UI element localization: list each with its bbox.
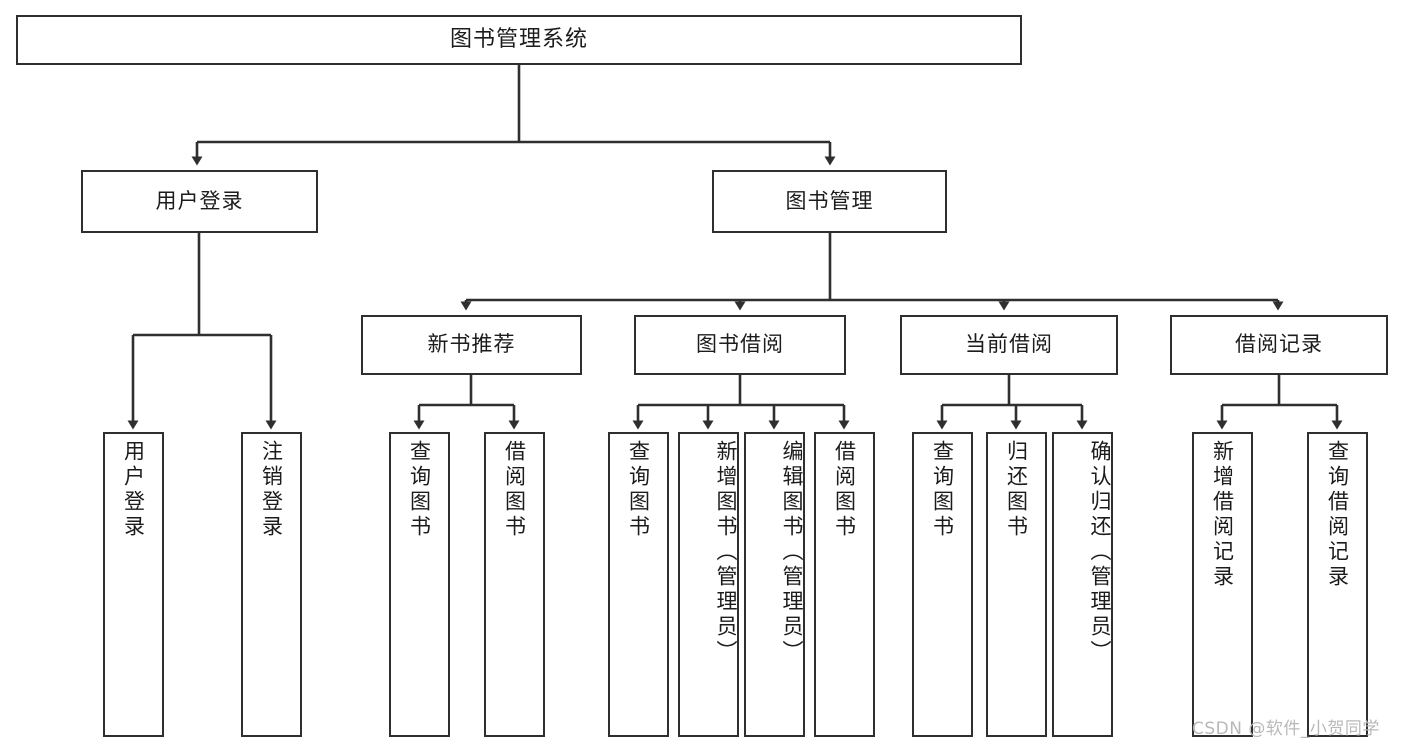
leaf-current-borrow-return[interactable]: 归还图书	[986, 432, 1047, 737]
leaf-current-borrow-query[interactable]: 查询图书	[912, 432, 973, 737]
leaf-book-borrow-edit-admin[interactable]: 编辑图书（管理员）	[744, 432, 805, 737]
leaf-new-book-query[interactable]: 查询图书	[389, 432, 450, 737]
node-book-management[interactable]: 图书管理	[712, 170, 947, 233]
node-root-system[interactable]: 图书管理系统	[16, 15, 1022, 65]
leaf-new-book-borrow[interactable]: 借阅图书	[484, 432, 545, 737]
csdn-watermark: CSDN @软件_小贺同学	[1192, 719, 1380, 739]
leaf-current-borrow-confirm-admin[interactable]: 确认归还（管理员）	[1052, 432, 1113, 737]
leaf-user-login-signin[interactable]: 用户登录	[103, 432, 164, 737]
leaf-book-borrow-add-admin[interactable]: 新增图书（管理员）	[678, 432, 739, 737]
node-borrow-records[interactable]: 借阅记录	[1170, 315, 1388, 375]
leaf-borrow-record-add[interactable]: 新增借阅记录	[1192, 432, 1253, 737]
node-current-borrow[interactable]: 当前借阅	[900, 315, 1118, 375]
leaf-borrow-record-query[interactable]: 查询借阅记录	[1307, 432, 1368, 737]
node-new-book-recommend[interactable]: 新书推荐	[361, 315, 582, 375]
node-user-login[interactable]: 用户登录	[81, 170, 318, 233]
leaf-book-borrow-borrow[interactable]: 借阅图书	[814, 432, 875, 737]
leaf-user-login-signout[interactable]: 注销登录	[241, 432, 302, 737]
leaf-book-borrow-query[interactable]: 查询图书	[608, 432, 669, 737]
node-book-borrow[interactable]: 图书借阅	[634, 315, 846, 375]
